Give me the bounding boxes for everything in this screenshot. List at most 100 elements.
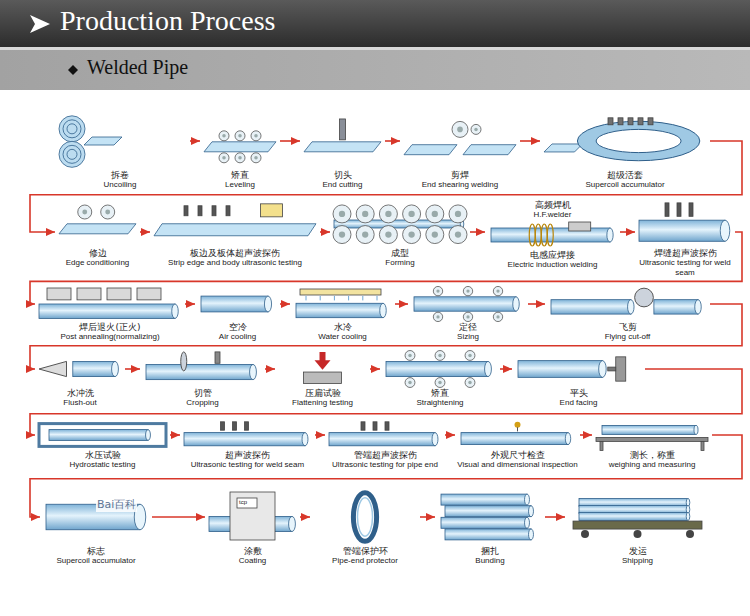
illustration-shape xyxy=(408,211,414,217)
step-label: Supercoil accumulator xyxy=(585,180,664,189)
illustration-shape xyxy=(219,131,229,141)
flow-arrow xyxy=(370,368,380,370)
illustration-shape xyxy=(493,312,502,321)
illustration-shape xyxy=(84,137,122,145)
illustration-shape xyxy=(720,220,730,241)
flow-arrow xyxy=(320,231,330,233)
illustration-shape xyxy=(379,226,397,244)
illustration-shape xyxy=(264,296,271,312)
illustration-shape xyxy=(471,124,481,134)
illustration-shape xyxy=(296,303,383,317)
illustration-shape xyxy=(362,211,368,217)
process-step: 板边及板体超声波探伤Strip edge and body ultrasonic… xyxy=(150,200,320,268)
step-label: Flush-out xyxy=(63,398,96,407)
illustration-shape xyxy=(315,360,331,370)
process-step: 管端超声波探伤Ultrasonic testing for pipe end xyxy=(325,420,445,470)
step-label: Sizing xyxy=(457,332,479,341)
box-illustration xyxy=(209,492,295,540)
illustration-shape xyxy=(529,224,535,246)
process-step: 压扁试验Flattening testing xyxy=(275,350,370,408)
illustration-shape xyxy=(465,378,475,388)
illustration-shape xyxy=(535,224,541,246)
illustration-shape xyxy=(435,378,445,388)
illustration-shape xyxy=(78,205,92,219)
illustration-shape xyxy=(377,296,378,300)
step-label: Forming xyxy=(385,258,414,267)
flow-arrow xyxy=(445,434,455,436)
illustration-shape xyxy=(146,430,151,441)
illustration-shape xyxy=(513,297,519,311)
illustration-shape xyxy=(385,211,391,217)
illustration-shape xyxy=(517,427,518,431)
step-label: Supercoil accumulator xyxy=(56,556,135,565)
cart-illustration xyxy=(573,499,702,539)
rollers-illustration xyxy=(414,286,519,321)
illustration-shape xyxy=(222,156,226,160)
coil-illustration xyxy=(59,116,122,168)
flush-illustration xyxy=(39,361,118,376)
illustration-shape xyxy=(695,300,701,314)
illustration-shape xyxy=(67,124,77,134)
illustration-shape xyxy=(302,433,308,446)
illustration-shape xyxy=(441,517,527,528)
step-label: Electric induction welding xyxy=(508,260,598,269)
step-label: 标志 xyxy=(87,546,105,556)
step-label: Bunding xyxy=(475,556,504,565)
heat-illustration xyxy=(39,288,178,318)
arrow-icon xyxy=(30,15,50,33)
accum-illustration xyxy=(544,118,700,161)
step-label: Strip edge and body ultrasonic testing xyxy=(168,258,302,267)
illustration-shape xyxy=(426,205,444,223)
flow-arrow xyxy=(30,435,742,517)
illustration-shape xyxy=(39,424,166,447)
process-step: 焊后退火(正火)Post annealing(normalizing) xyxy=(35,286,185,342)
illustration-shape xyxy=(607,228,613,242)
illustration-shape xyxy=(405,378,415,388)
illustration-shape xyxy=(432,433,438,446)
illustration-shape xyxy=(404,145,457,155)
illustration-shape xyxy=(233,422,237,430)
step-label: Coating xyxy=(239,556,267,565)
illustration-shape xyxy=(441,494,527,505)
illustration-shape xyxy=(254,156,258,160)
flow-arrow xyxy=(140,231,150,233)
crop-illustration xyxy=(146,352,256,380)
illustration-shape xyxy=(466,289,469,292)
illustration-shape xyxy=(694,425,698,434)
illustration-shape xyxy=(59,141,85,167)
header-rule xyxy=(0,47,750,50)
step-label: 超级活套 xyxy=(607,170,643,180)
utpipe-illustration xyxy=(639,203,730,241)
illustration-shape xyxy=(386,361,488,376)
illustration-shape xyxy=(608,118,613,125)
pipe-illustration xyxy=(201,296,272,312)
illustration-shape xyxy=(602,425,696,434)
illustration-shape xyxy=(385,422,389,430)
illustration-shape xyxy=(112,361,119,376)
illustration-shape xyxy=(238,134,242,138)
illustration-shape xyxy=(154,224,316,236)
illustration-shape xyxy=(445,506,531,517)
step-label: Water cooling xyxy=(318,332,367,341)
step-label: 飞剪 xyxy=(619,322,637,332)
illustration-shape xyxy=(474,128,478,131)
ut-illustration xyxy=(154,204,316,236)
flow-arrow xyxy=(280,303,290,305)
step-label: Uncoiling xyxy=(104,180,137,189)
illustration-shape xyxy=(457,127,463,133)
illustration-shape xyxy=(466,315,469,318)
step-label: 电感应焊接 xyxy=(530,250,575,260)
illustration-shape xyxy=(449,226,467,244)
process-step: 焊缝超声波探伤Ultrasonic testing for weld seam xyxy=(635,200,735,277)
illustration-shape xyxy=(339,231,345,237)
flow-arrow xyxy=(152,516,205,518)
illustration-shape xyxy=(634,530,642,538)
illustration-shape xyxy=(608,367,616,371)
flow-arrow xyxy=(580,434,592,436)
form-illustration xyxy=(333,205,467,244)
illustration-shape xyxy=(426,226,444,244)
illustration-shape xyxy=(414,297,516,311)
step-label: Straightening xyxy=(416,398,463,407)
illustration-shape xyxy=(221,422,225,430)
step-label: 管端保护环 xyxy=(343,546,388,556)
